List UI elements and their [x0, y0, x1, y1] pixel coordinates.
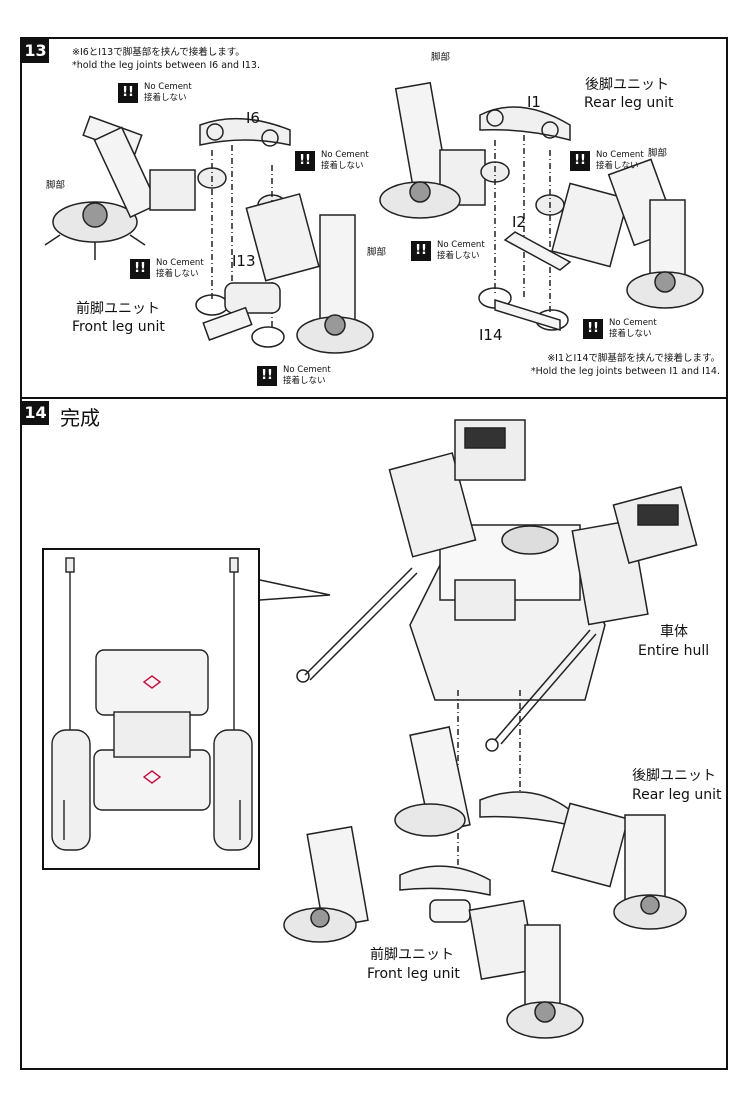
step-14-number: 14: [22, 401, 49, 425]
leg-label-3: 脚部: [431, 52, 451, 63]
warning-icon: !!: [295, 151, 315, 171]
page-frame: [20, 37, 728, 1070]
final-rear-legs-illustration: [394, 726, 687, 930]
hull-label-en: Entire hull: [638, 643, 710, 659]
hull-label-ja: 車体: [660, 624, 688, 640]
final-front-unit-label-ja: 前脚ユニット: [370, 947, 454, 963]
final-rear-unit-label-ja: 後脚ユニット: [632, 768, 716, 784]
hull-illustration: [296, 419, 698, 865]
no-cement-en: No Cement: [321, 150, 369, 160]
step-14-title: 完成: [60, 406, 100, 430]
final-front-legs-illustration: [283, 825, 584, 1039]
part-i13-illustration: [195, 282, 285, 348]
part-label-i2: I2: [512, 213, 526, 231]
warning-icon: !!: [118, 83, 138, 103]
rear-leg-right-illustration: [551, 158, 704, 309]
warning-icon: !!: [570, 151, 590, 171]
warning-icon: !!: [257, 366, 277, 386]
warning-icon: !!: [130, 259, 150, 279]
step-13-note2-en: *Hold the leg joints between I1 and I14.: [530, 366, 720, 377]
front-unit-label-en: Front leg unit: [72, 319, 165, 335]
step-divider: [20, 397, 728, 399]
rear-unit-label-en: Rear leg unit: [584, 95, 674, 111]
front-leg-left-illustration: [44, 115, 196, 260]
leg-label-1: 脚部: [46, 180, 66, 191]
leg-label-2: 脚部: [367, 247, 387, 258]
no-cement-ja: 接着しない: [596, 161, 639, 171]
part-i2-i14-illustration: [478, 231, 572, 332]
final-rear-unit-label-en: Rear leg unit: [632, 787, 722, 803]
final-front-unit-label-en: Front leg unit: [367, 966, 460, 982]
no-cement-en: No Cement: [156, 258, 204, 268]
front-leg-right-illustration: [245, 193, 374, 354]
no-cement-en: No Cement: [609, 318, 657, 328]
top-view-illustration: [51, 557, 253, 851]
rear-unit-label-ja: 後脚ユニット: [585, 77, 669, 93]
warning-icon: !!: [583, 319, 603, 339]
no-cement-ja: 接着しない: [609, 329, 652, 339]
part-label-i13: I13: [232, 252, 256, 270]
warning-icon: !!: [411, 241, 431, 261]
no-cement-en: No Cement: [283, 365, 331, 375]
no-cement-en: No Cement: [144, 82, 192, 92]
part-i1-illustration: [479, 106, 571, 315]
front-unit-label-ja: 前脚ユニット: [76, 301, 160, 317]
no-cement-ja: 接着しない: [321, 161, 364, 171]
part-label-i14: I14: [479, 326, 503, 344]
top-view-inset: [42, 548, 260, 870]
no-cement-en: No Cement: [437, 240, 485, 250]
no-cement-ja: 接着しない: [283, 376, 326, 386]
part-label-i1: I1: [527, 93, 541, 111]
no-cement-ja: 接着しない: [437, 251, 480, 261]
step-13-number: 13: [22, 39, 49, 63]
no-cement-ja: 接着しない: [144, 93, 187, 103]
rear-leg-left-illustration: [379, 81, 486, 219]
no-cement-en: No Cement: [596, 150, 644, 160]
step-13-note-ja: ※I6とI13で脚基部を挟んで接着します。: [72, 47, 245, 58]
step-13-note2-ja: ※I1とI14で脚基部を挟んで接着します。: [547, 353, 720, 364]
part-label-i6: I6: [246, 109, 260, 127]
step-13-note-en: *hold the leg joints between I6 and I13.: [72, 60, 260, 71]
leg-label-4: 脚部: [648, 148, 668, 159]
no-cement-ja: 接着しない: [156, 269, 199, 279]
